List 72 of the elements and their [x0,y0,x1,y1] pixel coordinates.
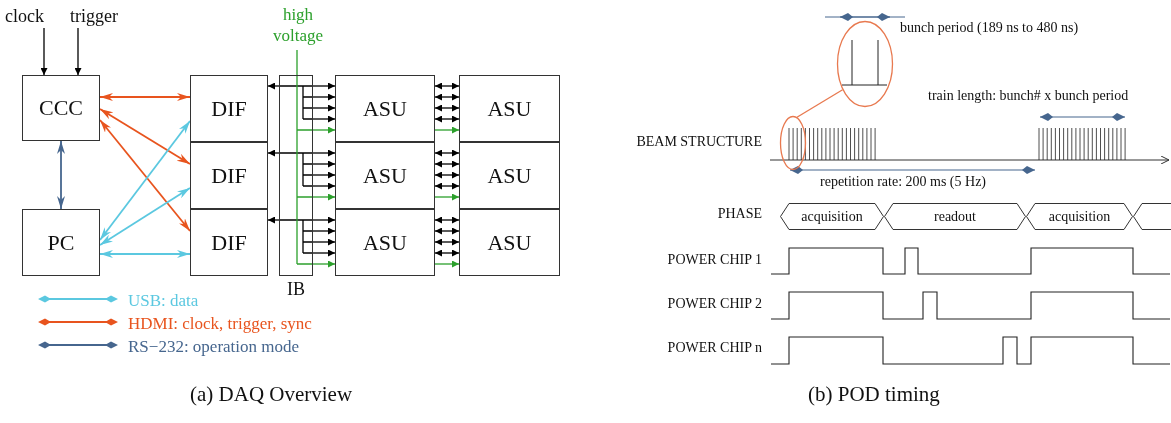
module-box: DIF [190,209,268,276]
dimension-text: repetition rate: 200 ms (5 Hz) [820,174,986,190]
double-arrow [434,82,460,90]
arrow [312,193,336,201]
figure-caption: (a) DAQ Overview [190,382,353,407]
arrow [312,238,336,246]
module-box: CCC [22,75,100,141]
dimension-text: train length: bunch# x bunch period [928,88,1129,104]
arrow [312,115,336,123]
arrow [312,82,336,90]
phase-label: acquisition [1048,208,1111,225]
double-arrow [434,249,460,257]
arrow [312,126,336,134]
module-box: PC [22,209,100,276]
arrow [267,216,280,224]
double-arrow [434,160,460,168]
arrow [312,160,336,168]
arrow [312,93,336,101]
signal-name: POWER CHIP 2 [667,296,762,312]
arrow [74,27,82,76]
arrow [40,27,48,76]
arrow [312,227,336,235]
legend-text: USB: data [128,291,199,311]
arrow [434,260,460,268]
arrow [312,260,336,268]
signal-name: PHASE [717,206,762,222]
arrow [267,82,280,90]
double-arrow [99,108,191,165]
module-box: DIF [190,75,268,142]
signal-name: BEAM STRUCTURE [636,134,762,150]
module-box: ASU [335,75,435,142]
signal-name: POWER CHIP 1 [667,252,762,268]
input-label: trigger [70,6,118,27]
double-arrow [434,216,460,224]
module-box: ASU [459,75,560,142]
double-arrow [57,140,65,210]
module-box: ASU [335,209,435,276]
module-box: ASU [459,142,560,209]
double-arrow [99,187,191,246]
arrow [312,171,336,179]
arrow [312,104,336,112]
arrow [312,149,336,157]
double-arrow [434,115,460,123]
figure-caption: (b) POD timing [808,382,940,407]
double-arrow [434,93,460,101]
arrow [312,216,336,224]
phase-label: acquisition [801,208,863,225]
legend-text: RS−232: operation mode [128,337,300,357]
voltage-label: high voltage [267,4,329,46]
double-arrow [434,227,460,235]
arrow [312,182,336,190]
double-arrow [434,171,460,179]
module-box: ASU [335,142,435,209]
board-label: IB [286,278,306,300]
double-arrow [434,104,460,112]
double-arrow [99,93,191,101]
legend-text: HDMI: clock, trigger, sync [128,314,312,334]
arrow [434,193,460,201]
signal-name: POWER CHIP n [667,340,762,356]
double-arrow [99,250,191,258]
module-box: ASU [459,209,560,276]
arrow [267,149,280,157]
arrow [434,126,460,134]
connector-line [296,49,298,76]
double-arrow [434,238,460,246]
module-box: DIF [190,142,268,209]
double-arrow [434,182,460,190]
arrow [312,249,336,257]
phase-label: readout [934,208,976,225]
double-arrow [434,149,460,157]
input-label: clock [5,6,44,27]
connector-line [796,89,844,118]
